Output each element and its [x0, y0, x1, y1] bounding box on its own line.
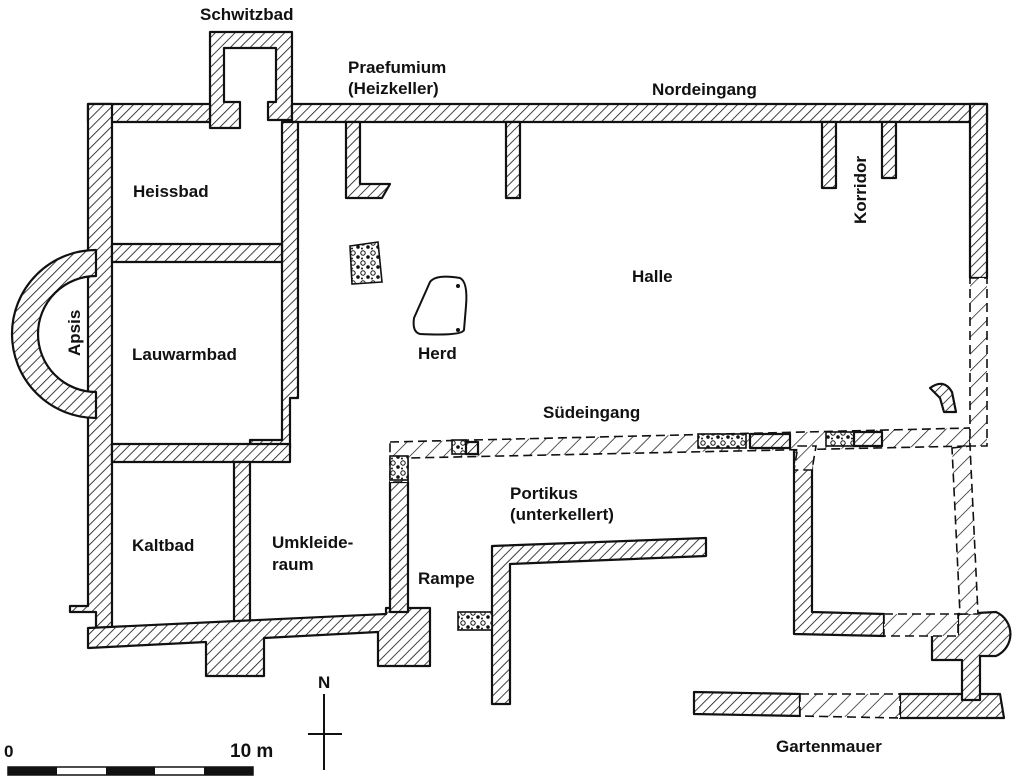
room-labels: Schwitzbad Praefumium (Heizkeller) Norde…	[65, 5, 882, 756]
label-suedeingang: Südeingang	[543, 403, 640, 422]
scale-bar-seg-3	[106, 767, 155, 775]
wall-heiss-lauwarm	[110, 242, 284, 264]
label-gartenmauer: Gartenmauer	[776, 737, 882, 756]
label-kaltbad: Kaltbad	[132, 536, 194, 555]
wall-east	[968, 102, 989, 280]
recon-south-west	[793, 445, 817, 471]
wall-garden-west	[692, 690, 802, 718]
rubble-south-3	[748, 432, 792, 450]
wall-west-bath	[68, 102, 114, 630]
recon-garden-mid	[799, 693, 901, 719]
north-arrow-label: N	[318, 673, 330, 692]
label-apsis: Apsis	[65, 310, 84, 356]
wall-garden-east	[898, 692, 1006, 720]
wall-stub-korridor-w	[820, 120, 838, 190]
wall-stub-korridor-e	[880, 120, 898, 180]
scale-bar: 0 10 m	[4, 741, 273, 776]
label-heissbad: Heissbad	[133, 182, 209, 201]
herd-marker-2	[456, 328, 460, 332]
label-heizkeller: (Heizkeller)	[348, 79, 439, 98]
wall-stub-north-1	[504, 120, 522, 200]
label-schwitzbad: Schwitzbad	[200, 5, 294, 24]
herd-outline	[412, 275, 468, 336]
wall-schwitzbad	[208, 30, 294, 130]
recon-east	[969, 277, 988, 447]
rubble-hall	[349, 241, 383, 285]
rubble-rampe	[457, 611, 493, 631]
wall-umkleide-east	[388, 480, 410, 614]
scale-bar-end: 10 m	[230, 741, 273, 762]
scale-bar-seg-5	[204, 767, 253, 775]
label-umkleide: Umkleide-	[272, 533, 353, 552]
wall-bath-hall	[248, 120, 300, 450]
label-praefumium: Praefumium	[348, 58, 446, 77]
north-arrow: N	[308, 673, 342, 770]
wall-south-room	[792, 448, 886, 638]
label-raum: raum	[272, 555, 314, 574]
reconstructed-walls	[389, 277, 988, 719]
label-korridor: Korridor	[851, 156, 870, 224]
scale-bar-seg-1	[8, 767, 57, 775]
rubble-south-post	[464, 440, 480, 456]
wall-apsis	[10, 248, 98, 420]
label-herd: Herd	[418, 344, 457, 363]
scale-bar-start: 0	[4, 742, 13, 761]
label-halle: Halle	[632, 267, 673, 286]
rubble-south-2	[697, 433, 747, 449]
label-lauwarmbad: Lauwarmbad	[132, 345, 237, 364]
rubble-south-4	[825, 431, 855, 447]
label-nordeingang: Nordeingang	[652, 80, 757, 99]
recon-south-lower	[883, 613, 959, 637]
wall-south-bath	[86, 606, 432, 678]
wall-pier-hall	[928, 382, 958, 414]
wall-praefumium	[344, 120, 392, 200]
label-unterkellert: (unterkellert)	[510, 505, 614, 524]
label-portikus: Portikus	[510, 484, 578, 503]
wall-kalt-umkleide	[232, 460, 252, 628]
wall-portikus	[490, 536, 708, 706]
label-rampe: Rampe	[418, 569, 475, 588]
wall-lauwarm-kalt	[110, 442, 292, 464]
rubble-patches	[349, 241, 884, 631]
herd-marker-1	[456, 284, 460, 288]
walls	[10, 30, 1012, 720]
rubble-south-5	[852, 430, 884, 448]
wall-north-main	[290, 102, 989, 124]
rubble-south-west	[389, 455, 409, 481]
recon-east-lower	[951, 445, 979, 615]
rubble-south-1	[451, 439, 467, 455]
